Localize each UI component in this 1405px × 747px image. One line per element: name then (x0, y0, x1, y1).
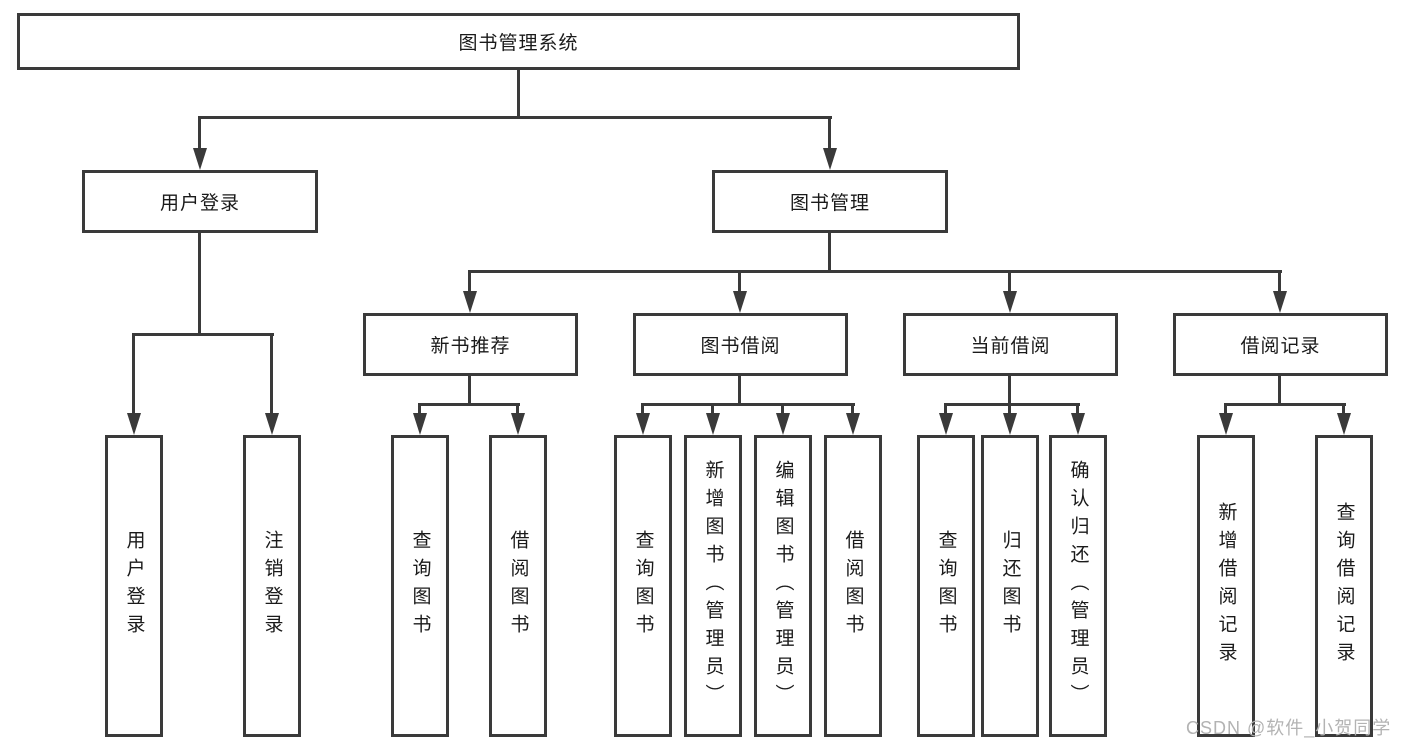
leaf-edit-books-admin: 编辑图书（管理员） (754, 435, 812, 737)
connector-line (468, 270, 471, 293)
leaf-query-books-recommend: 查询图书 (391, 435, 449, 737)
arrow-down-icon (939, 413, 953, 435)
connector-line (738, 270, 741, 293)
connector-line (132, 333, 274, 336)
node-new-book-recommend: 新书推荐 (363, 313, 578, 376)
connector-line (198, 116, 201, 150)
node-label: 确认归还（管理员） (1067, 460, 1089, 712)
arrow-down-icon (1071, 413, 1085, 435)
connector-line (132, 333, 135, 415)
connector-line (851, 403, 854, 415)
arrow-down-icon (823, 148, 837, 170)
connector-line (198, 233, 201, 336)
connector-line (641, 403, 855, 406)
node-label: 借阅记录 (1240, 336, 1321, 357)
arrow-down-icon (1003, 413, 1017, 435)
node-label: 图书管理 (789, 193, 870, 214)
connector-line (781, 403, 784, 415)
connector-line (468, 376, 471, 406)
node-label: 新书推荐 (430, 336, 511, 357)
connector-line (1008, 270, 1011, 293)
leaf-confirm-return-admin: 确认归还（管理员） (1049, 435, 1107, 737)
leaf-borrow-books: 借阅图书 (824, 435, 882, 737)
arrow-down-icon (706, 413, 720, 435)
arrow-down-icon (127, 413, 141, 435)
connector-line (641, 403, 644, 415)
node-label: 注销登录 (261, 530, 283, 642)
connector-line (1278, 270, 1281, 293)
node-label: 借阅图书 (507, 530, 529, 642)
leaf-query-books-current: 查询图书 (917, 435, 975, 737)
node-label: 用户登录 (159, 193, 240, 214)
connector-line (468, 270, 1282, 273)
arrow-down-icon (636, 413, 650, 435)
connector-line (198, 116, 832, 119)
arrow-down-icon (1337, 413, 1351, 435)
arrow-down-icon (776, 413, 790, 435)
leaf-add-borrow-record: 新增借阅记录 (1197, 435, 1255, 737)
connector-line (418, 403, 520, 406)
leaf-borrow-books-recommend: 借阅图书 (489, 435, 547, 737)
connector-line (711, 403, 714, 415)
connector-line (944, 403, 1080, 406)
node-label: 当前借阅 (970, 336, 1051, 357)
node-label: 查询借阅记录 (1333, 502, 1355, 670)
leaf-user-login: 用户登录 (105, 435, 163, 737)
leaf-query-books-borrowing: 查询图书 (614, 435, 672, 737)
arrow-down-icon (1273, 291, 1287, 313)
connector-line (828, 116, 831, 150)
node-label: 图书管理系统 (458, 33, 579, 54)
connector-line (1342, 403, 1345, 415)
leaf-query-borrow-record: 查询借阅记录 (1315, 435, 1373, 737)
connector-line (738, 376, 741, 406)
node-label: 用户登录 (123, 530, 145, 642)
arrow-down-icon (511, 413, 525, 435)
connector-line (828, 233, 831, 273)
connector-line (418, 403, 421, 415)
arrow-down-icon (463, 291, 477, 313)
node-book-borrowing: 图书借阅 (633, 313, 848, 376)
arrow-down-icon (733, 291, 747, 313)
connector-line (516, 403, 519, 415)
connector-line (1224, 403, 1227, 415)
arrow-down-icon (265, 413, 279, 435)
connector-line (517, 70, 520, 119)
connector-line (1008, 376, 1011, 406)
node-label: 图书借阅 (700, 336, 781, 357)
node-label: 借阅图书 (842, 530, 864, 642)
connector-line (1224, 403, 1346, 406)
node-label: 编辑图书（管理员） (772, 460, 794, 712)
leaf-return-books: 归还图书 (981, 435, 1039, 737)
arrow-down-icon (1219, 413, 1233, 435)
node-label: 查询图书 (409, 530, 431, 642)
leaf-logout: 注销登录 (243, 435, 301, 737)
node-label: 新增图书（管理员） (702, 460, 724, 712)
arrow-down-icon (193, 148, 207, 170)
node-label: 新增借阅记录 (1215, 502, 1237, 670)
connector-line (944, 403, 947, 415)
connector-line (1278, 376, 1281, 406)
node-label: 查询图书 (632, 530, 654, 642)
node-library-management-system: 图书管理系统 (17, 13, 1020, 70)
arrow-down-icon (846, 413, 860, 435)
arrow-down-icon (1003, 291, 1017, 313)
connector-line (1076, 403, 1079, 415)
arrow-down-icon (413, 413, 427, 435)
node-label: 归还图书 (999, 530, 1021, 642)
node-borrowing-records: 借阅记录 (1173, 313, 1388, 376)
connector-line (1008, 403, 1011, 415)
connector-line (270, 333, 273, 415)
node-user-login: 用户登录 (82, 170, 318, 233)
node-label: 查询图书 (935, 530, 957, 642)
leaf-add-books-admin: 新增图书（管理员） (684, 435, 742, 737)
node-book-management: 图书管理 (712, 170, 948, 233)
csdn-watermark: CSDN @软件_小贺同学 (1186, 718, 1392, 738)
node-current-borrowing: 当前借阅 (903, 313, 1118, 376)
